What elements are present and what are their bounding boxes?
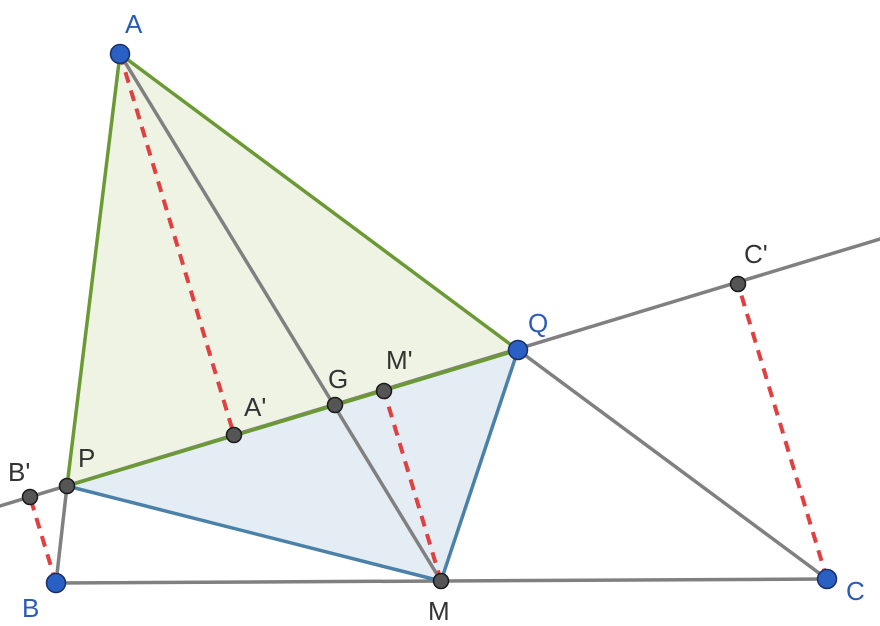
segment-p-b xyxy=(54,484,69,585)
label-a-prime: A' xyxy=(244,392,266,422)
projection-m-m-prime xyxy=(382,390,443,582)
point-p[interactable] xyxy=(58,477,76,495)
projection-b-b-prime xyxy=(28,496,58,584)
segment-mq xyxy=(439,348,520,583)
point-a[interactable] xyxy=(109,43,131,65)
point-q[interactable] xyxy=(507,339,529,361)
segment-ap xyxy=(65,52,122,488)
point-c[interactable] xyxy=(816,568,838,590)
segment-pq xyxy=(65,348,520,488)
label-c: C xyxy=(846,576,865,606)
label-g: G xyxy=(328,364,348,394)
label-m-prime: M' xyxy=(386,345,413,375)
point-c-prime[interactable] xyxy=(729,275,747,293)
triangle-apq-fill xyxy=(67,54,518,486)
label-a: A xyxy=(125,9,143,39)
label-b: B xyxy=(22,593,39,623)
projection-a-a-prime xyxy=(118,53,236,436)
point-m[interactable] xyxy=(432,572,450,590)
label-q: Q xyxy=(528,308,548,338)
label-p: P xyxy=(78,443,95,473)
point-b-prime[interactable] xyxy=(21,488,39,506)
label-c-prime: C' xyxy=(744,239,768,269)
projection-c-c-prime xyxy=(736,283,829,580)
point-b[interactable] xyxy=(45,572,67,594)
label-m: M xyxy=(428,596,450,626)
point-m-prime[interactable] xyxy=(375,382,393,400)
segment-q-c xyxy=(516,348,829,581)
point-g[interactable] xyxy=(326,396,344,414)
point-a-prime[interactable] xyxy=(225,426,243,444)
segment-pm xyxy=(65,484,443,583)
label-b-prime: B' xyxy=(8,457,30,487)
segment-aq xyxy=(118,52,520,352)
median-am xyxy=(118,52,443,583)
